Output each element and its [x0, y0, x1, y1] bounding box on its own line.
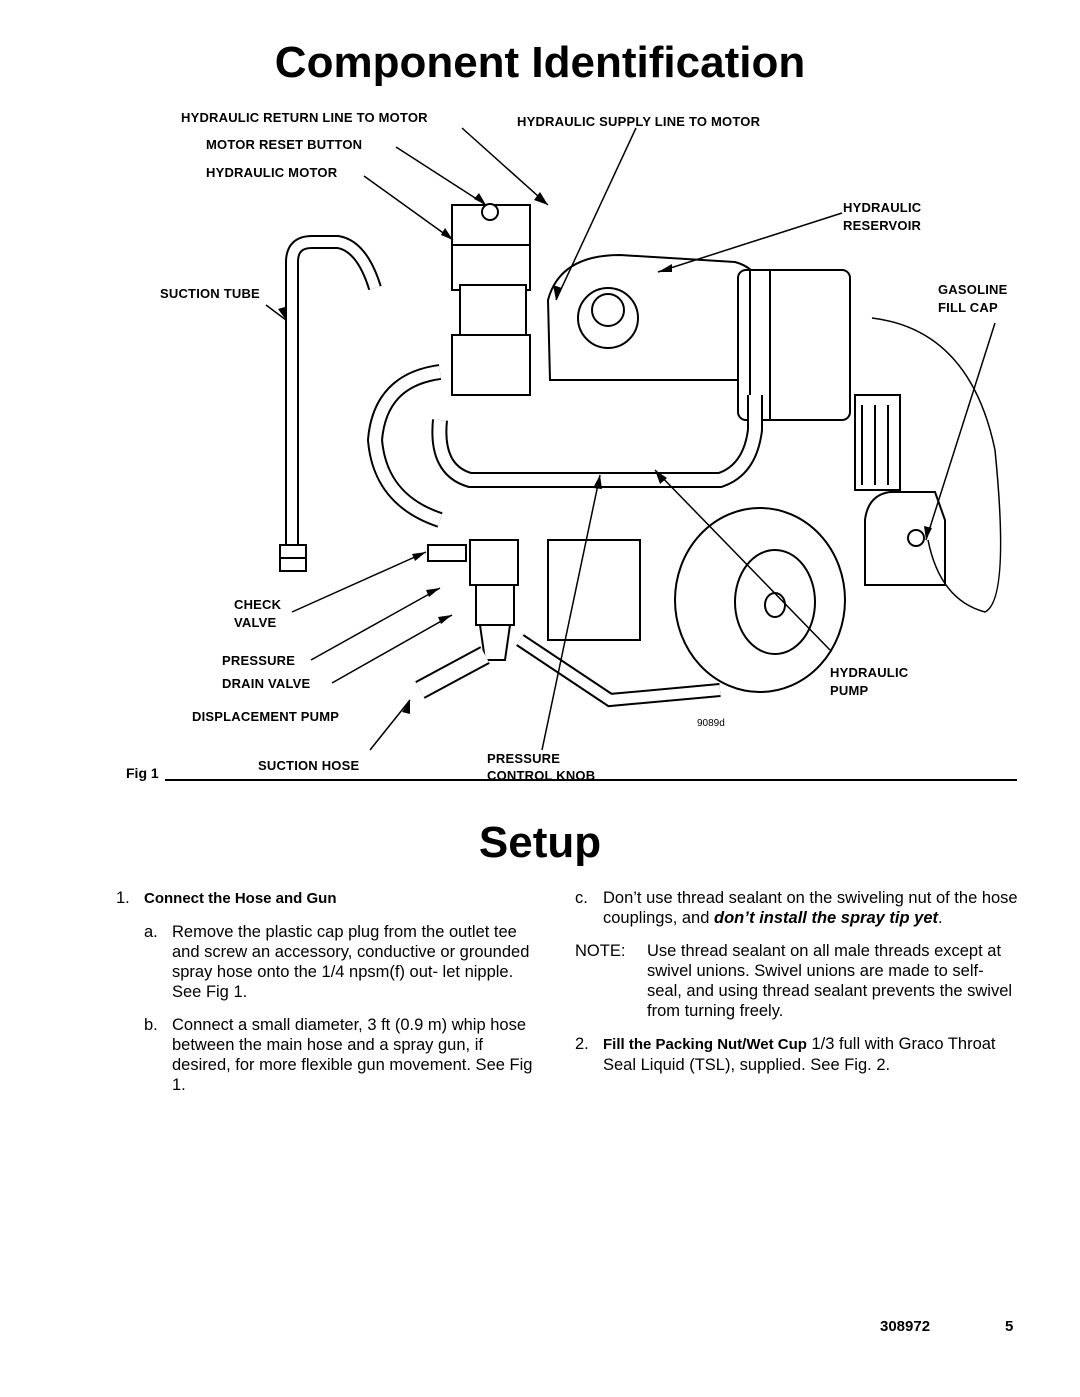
- step-1c-text: Don’t use thread sealant on the swivelin…: [603, 889, 1018, 927]
- label-suction-hose: SUCTION HOSE: [258, 758, 360, 773]
- step-1b-text: Connect a small diameter, 3 ft (0.9 m) w…: [172, 1016, 533, 1094]
- step-2-title: Fill the Packing Nut/Wet Cup: [603, 1036, 807, 1053]
- step-2-marker: 2.: [575, 1035, 589, 1053]
- step-1b: b. Connect a small diameter, 3 ft (0.9 m…: [144, 1015, 546, 1095]
- label-pressure: PRESSURE: [222, 653, 296, 668]
- label-hyd-pump-1: HYDRAULIC: [830, 665, 909, 680]
- label-pressure-knob-2: CONTROL KNOB: [487, 768, 596, 783]
- note: NOTE: Use thread sealant on all male thr…: [575, 941, 1020, 1021]
- setup-right-column: c. Don’t use thread sealant on the swive…: [575, 888, 1020, 1075]
- figure-rule: [165, 779, 1017, 781]
- label-displacement-pump: DISPLACEMENT PUMP: [192, 709, 340, 724]
- label-reservoir-1: HYDRAULIC: [843, 200, 922, 215]
- label-reset-button: MOTOR RESET BUTTON: [206, 137, 363, 152]
- label-reservoir-2: RESERVOIR: [843, 218, 922, 233]
- setup-left-column: 1. Connect the Hose and Gun a. Remove th…: [116, 888, 546, 1095]
- step-1c-end: .: [938, 909, 943, 927]
- label-return-line: HYDRAULIC RETURN LINE TO MOTOR: [181, 110, 428, 125]
- page-number: 5: [1005, 1318, 1014, 1335]
- label-hydraulic-motor: HYDRAULIC MOTOR: [206, 165, 338, 180]
- label-check-valve-2: VALVE: [234, 615, 277, 630]
- label-drain-valve: DRAIN VALVE: [222, 676, 311, 691]
- drawing-id: 9089d: [697, 718, 725, 729]
- step-1c: c. Don’t use thread sealant on the swive…: [575, 888, 1020, 928]
- label-check-valve-1: CHECK: [234, 597, 282, 612]
- step-1c-marker: c.: [575, 889, 588, 907]
- step-1b-marker: b.: [144, 1016, 158, 1034]
- label-suction-tube: SUCTION TUBE: [160, 286, 260, 301]
- doc-number: 308972: [880, 1318, 931, 1335]
- setup-heading: Setup: [478, 818, 602, 867]
- figure-caption: Fig 1: [126, 765, 159, 781]
- label-supply-line: HYDRAULIC SUPPLY LINE TO MOTOR: [517, 114, 761, 129]
- step-1: 1. Connect the Hose and Gun: [116, 888, 546, 909]
- step-1a-text: Remove the plastic cap plug from the out…: [172, 923, 530, 1001]
- label-hyd-pump-2: PUMP: [830, 683, 869, 698]
- sprayer-diagram: [265, 127, 1002, 751]
- note-marker: NOTE:: [575, 942, 626, 960]
- step-1-marker: 1.: [116, 889, 130, 907]
- label-pressure-knob-1: PRESSURE: [487, 751, 561, 766]
- step-2-text: 1/3 full with Graco Throat Seal Liquid (…: [603, 1035, 996, 1074]
- step-1c-emphasis: don’t install the spray tip yet: [714, 909, 938, 927]
- step-1-title: Connect the Hose and Gun: [144, 890, 337, 907]
- page-title: Component Identification: [274, 38, 806, 87]
- step-1a-marker: a.: [144, 923, 158, 941]
- note-text: Use thread sealant on all male threads e…: [647, 942, 1013, 1020]
- step-2: 2. Fill the Packing Nut/Wet Cup 1/3 full…: [575, 1034, 1020, 1075]
- label-gas-cap-1: GASOLINE: [938, 282, 1008, 297]
- step-1a: a. Remove the plastic cap plug from the …: [144, 922, 546, 1002]
- label-gas-cap-2: FILL CAP: [938, 300, 998, 315]
